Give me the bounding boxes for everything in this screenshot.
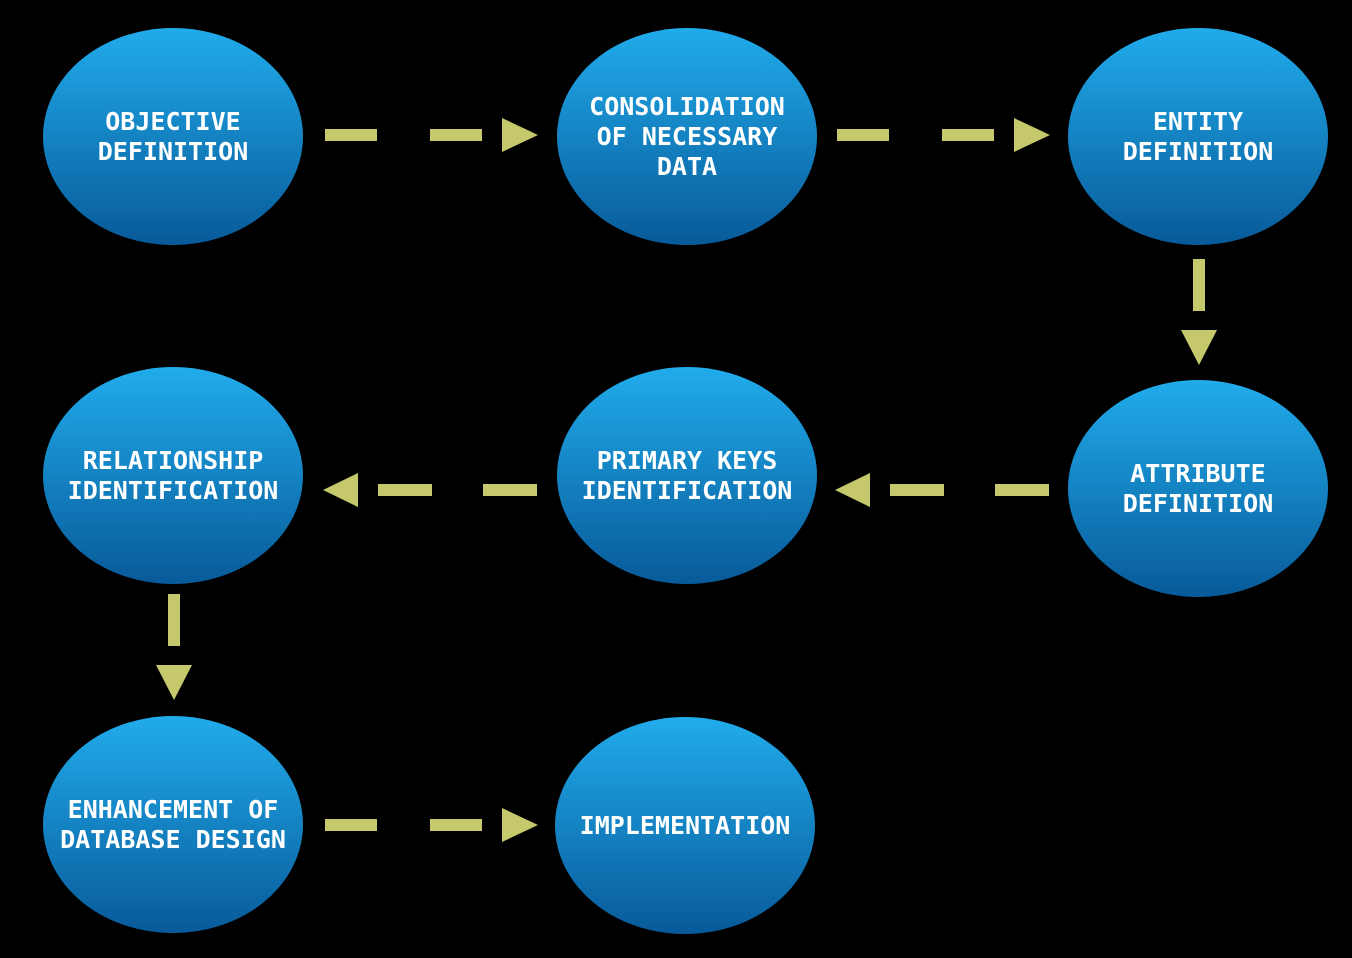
arrow-dash [995,484,1049,496]
node-entity-definition: ENTITY DEFINITION [1068,28,1328,245]
arrowhead-left-icon [835,473,870,507]
arrow-dash [430,129,482,141]
node-label: ENTITY DEFINITION [1122,106,1274,166]
node-objective-definition: OBJECTIVE DEFINITION [43,28,303,245]
arrow-relationship-to-enhancement [156,594,192,700]
arrow-dash [325,129,377,141]
arrow-enhancement-to-implementation [325,808,538,842]
arrowhead-down-icon [1181,330,1217,365]
arrowhead-left-icon [323,473,358,507]
arrow-primary-keys-to-relationship [323,473,538,507]
arrow-dash [1193,259,1205,311]
node-label: PRIMARY KEYS IDENTIFICATION [581,445,793,505]
arrow-dash [168,594,180,646]
arrowhead-right-icon [1014,118,1050,152]
node-label: OBJECTIVE DEFINITION [97,106,249,166]
node-label: ATTRIBUTE DEFINITION [1122,458,1274,518]
node-primary-keys-identification: PRIMARY KEYS IDENTIFICATION [557,367,817,584]
arrow-entity-to-attribute [1181,259,1217,365]
arrowhead-down-icon [156,665,192,700]
arrow-objective-to-consolidation [325,118,538,152]
arrow-dash [942,129,994,141]
node-attribute-definition: ATTRIBUTE DEFINITION [1068,380,1328,597]
node-relationship-identification: RELATIONSHIP IDENTIFICATION [43,367,303,584]
node-label: ENHANCEMENT OF DATABASE DESIGN [60,794,286,854]
arrow-dash [378,484,432,496]
node-consolidation-of-necessary-data: CONSOLIDATION OF NECESSARY DATA [557,28,817,245]
arrow-dash [890,484,944,496]
node-label: CONSOLIDATION OF NECESSARY DATA [589,91,785,181]
arrow-attribute-to-primary-keys [835,473,1050,507]
arrow-consolidation-to-entity [837,118,1050,152]
arrow-dash [325,819,377,831]
node-label: IMPLEMENTATION [579,810,791,840]
arrow-dash [483,484,537,496]
arrowhead-right-icon [502,118,538,152]
node-implementation: IMPLEMENTATION [555,717,815,934]
arrow-dash [430,819,482,831]
arrow-dash [837,129,889,141]
arrowhead-right-icon [502,808,538,842]
node-label: RELATIONSHIP IDENTIFICATION [67,445,279,505]
node-enhancement-of-database-design: ENHANCEMENT OF DATABASE DESIGN [43,716,303,933]
